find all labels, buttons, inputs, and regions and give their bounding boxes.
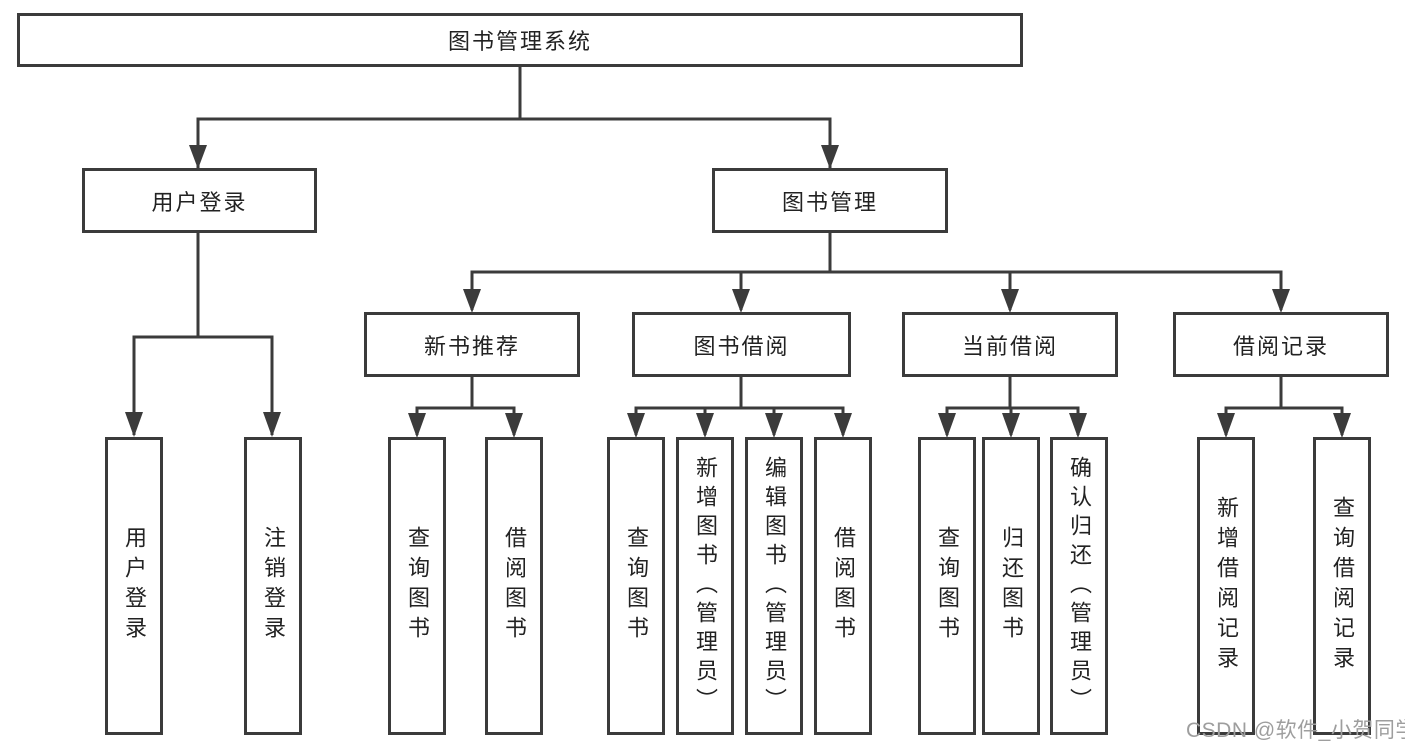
node-label: 注销登录	[261, 526, 286, 646]
node-label: 查询借阅记录	[1330, 496, 1355, 676]
node-label: 图书借阅	[693, 333, 790, 359]
node-new-book-recommendation: 新书推荐	[364, 312, 580, 377]
leaf-edit-books-admin: 编辑图书（管理员）	[745, 437, 803, 735]
node-label: 新增借阅记录	[1214, 496, 1239, 676]
node-label: 编辑图书（管理员）	[762, 455, 787, 717]
node-book-borrowing: 图书借阅	[632, 312, 851, 377]
node-label: 用户登录	[151, 189, 248, 215]
node-label: 确认归还（管理员）	[1067, 455, 1092, 717]
leaf-query-books-2: 查询图书	[607, 437, 665, 735]
leaf-logout: 注销登录	[244, 437, 302, 735]
node-label: 查询图书	[405, 526, 430, 646]
node-current-borrowing: 当前借阅	[902, 312, 1118, 377]
node-label: 图书管理系统	[447, 29, 592, 54]
node-label: 借阅图书	[831, 526, 856, 646]
leaf-add-borrow-record: 新增借阅记录	[1197, 437, 1255, 735]
csdn-watermark: CSDN @软件_小贺同学	[1186, 719, 1405, 742]
node-label: 当前借阅	[961, 333, 1058, 359]
leaf-confirm-return-admin: 确认归还（管理员）	[1050, 437, 1108, 735]
node-label: 归还图书	[999, 526, 1024, 646]
node-label: 查询图书	[935, 526, 960, 646]
leaf-return-books: 归还图书	[982, 437, 1040, 735]
node-label: 新书推荐	[423, 333, 520, 359]
leaf-add-books-admin: 新增图书（管理员）	[676, 437, 734, 735]
leaf-query-borrow-record: 查询借阅记录	[1313, 437, 1371, 735]
node-label: 借阅记录	[1232, 333, 1329, 359]
leaf-borrow-books-2: 借阅图书	[814, 437, 872, 735]
arrowhead-icons	[125, 145, 1351, 438]
leaf-query-books-3: 查询图书	[918, 437, 976, 735]
leaf-user-login: 用户登录	[105, 437, 163, 735]
node-borrowing-records: 借阅记录	[1173, 312, 1389, 377]
leaf-query-books-1: 查询图书	[388, 437, 446, 735]
leaf-borrow-books-1: 借阅图书	[485, 437, 543, 735]
node-label: 用户登录	[122, 526, 147, 646]
node-label: 图书管理	[781, 189, 878, 215]
node-label: 查询图书	[624, 526, 649, 646]
node-label: 新增图书（管理员）	[693, 455, 718, 717]
node-user-login-branch: 用户登录	[82, 168, 317, 233]
node-book-management-branch: 图书管理	[712, 168, 948, 233]
node-library-management-system: 图书管理系统	[17, 13, 1023, 67]
node-label: 借阅图书	[502, 526, 527, 646]
